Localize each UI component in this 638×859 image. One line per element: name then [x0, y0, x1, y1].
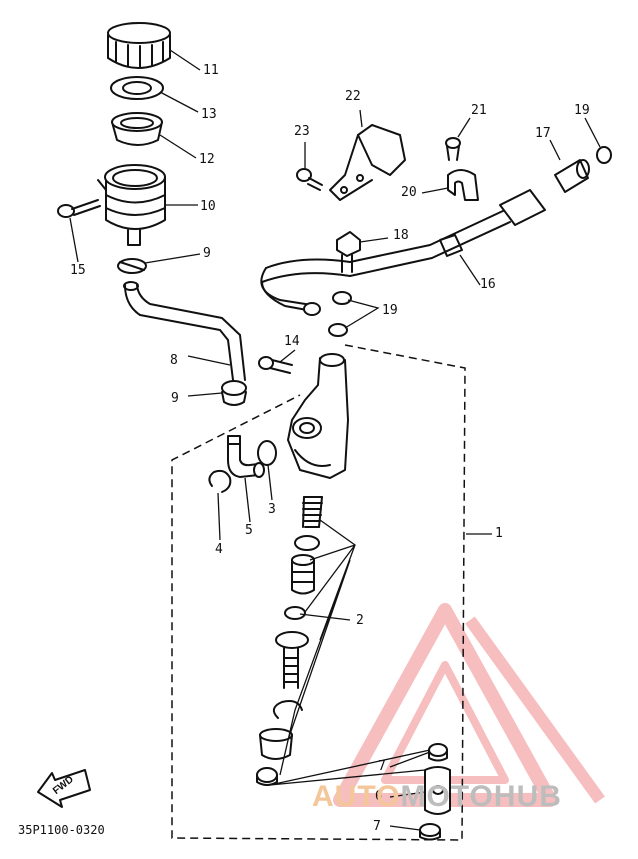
union-bolt-18 [336, 231, 361, 273]
fwd-arrow-icon [37, 769, 91, 808]
brake-hose-16 [260, 189, 546, 316]
label-13: 13 [201, 107, 217, 122]
label-19-mid: 19 [382, 303, 398, 318]
bolt-15 [57, 199, 101, 218]
label-8: 8 [170, 353, 178, 368]
label-2: 2 [356, 613, 364, 628]
label-23: 23 [294, 124, 310, 139]
watermark-part-auto: AUTO [312, 780, 401, 813]
label-10: 10 [200, 199, 216, 214]
leader-lines [69, 49, 601, 831]
label-11: 11 [203, 63, 219, 78]
hose-clip-9-top [117, 258, 147, 274]
hose-guide-22 [329, 124, 406, 201]
o-ring-3 [257, 440, 277, 466]
label-20: 20 [401, 185, 417, 200]
nut-7-bottom [419, 823, 441, 841]
label-9-top: 9 [203, 246, 211, 261]
label-5: 5 [245, 523, 253, 538]
copper-washer-19-top [596, 146, 612, 164]
hose-clip-9-bottom [221, 380, 247, 406]
diagram-code: 35P1100-0320 [18, 823, 105, 837]
label-4: 4 [215, 542, 223, 557]
hose-clamp-20 [447, 169, 479, 201]
clevis-6 [424, 766, 451, 815]
washer [284, 606, 306, 620]
reservoir-hose-8 [123, 281, 246, 381]
copper-washer-19-b [328, 323, 348, 337]
label-7-bottom: 7 [373, 819, 381, 834]
label-19-top: 19 [574, 103, 590, 118]
master-cylinder-body [287, 353, 349, 479]
circlip-4 [208, 469, 232, 493]
label-6: 6 [375, 789, 383, 804]
reservoir-tank-10 [97, 164, 166, 246]
primary-cup [294, 535, 320, 551]
diaphragm-12 [111, 112, 163, 146]
label-3: 3 [268, 502, 276, 517]
diaphragm-plate-13 [110, 76, 164, 100]
watermark-part-hub: HUB [493, 780, 562, 813]
dust-boot [259, 728, 293, 760]
bolt-14 [258, 356, 293, 374]
watermark-part-moto: MOTO [400, 780, 494, 813]
label-15: 15 [70, 263, 86, 278]
copper-washer-19-a [332, 291, 352, 305]
label-18: 18 [393, 228, 409, 243]
piston [291, 554, 315, 595]
label-9-bottom: 9 [171, 391, 179, 406]
label-16: 16 [480, 277, 496, 292]
label-12: 12 [199, 152, 215, 167]
return-spring [302, 496, 323, 528]
hose-joint-5 [227, 435, 265, 478]
push-rod [275, 631, 309, 689]
label-14: 14 [284, 334, 300, 349]
reservoir-cap-11 [107, 22, 171, 69]
watermark-text: AUTOMOTOHUB [312, 780, 562, 814]
label-21: 21 [471, 103, 487, 118]
label-22: 22 [345, 89, 361, 104]
label-1: 1 [495, 526, 503, 541]
label-7-top: 7 [378, 759, 386, 774]
retaining-circlip [272, 700, 303, 719]
lock-nut [256, 767, 278, 786]
bolt-23 [296, 168, 323, 191]
union-bolt-17 [554, 159, 590, 193]
bolt-21 [445, 137, 461, 161]
nut-7-top [428, 743, 448, 762]
label-17: 17 [535, 126, 551, 141]
